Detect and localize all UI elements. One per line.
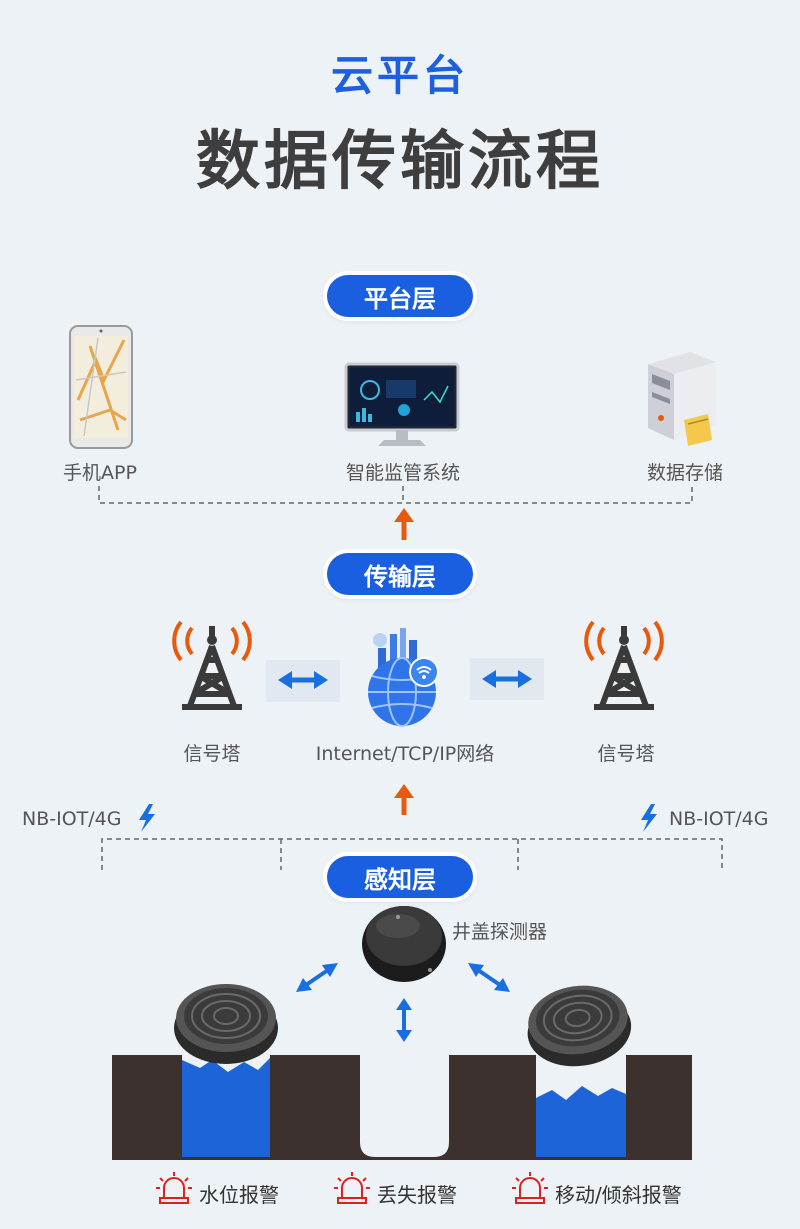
- lightning-right-icon: [641, 804, 657, 832]
- sensing-layer-badge: 感知层: [327, 856, 473, 898]
- detector-arrow-left-icon: [296, 963, 338, 992]
- alarm-label: 水位报警: [199, 1183, 279, 1207]
- right-link-label: NB-IOT/4G: [669, 808, 769, 830]
- platform-bracket: [98, 486, 693, 504]
- left-tower-label: 信号塔: [183, 743, 241, 765]
- phone-map-icon: [69, 325, 133, 449]
- bidir-arrow-right-icon: [470, 658, 544, 700]
- server-icon: [648, 352, 716, 446]
- transport-layer-badge: 传输层: [327, 553, 473, 595]
- monitor-dashboard-icon: [344, 362, 460, 446]
- detector-arrow-right-icon: [468, 963, 510, 992]
- lightning-left-icon: [139, 804, 155, 832]
- page-title: 数据传输流程: [196, 125, 604, 199]
- network-label: Internet/TCP/IP网络: [315, 743, 495, 765]
- phone-app-label: 手机APP: [63, 462, 137, 484]
- subtitle: 云平台: [330, 51, 469, 100]
- alarm-water-level: 水位报警: [199, 1179, 279, 1208]
- globe-network-icon: [368, 628, 439, 727]
- detector-arrow-down-icon: [396, 998, 412, 1042]
- detector-label: 井盖探测器: [452, 921, 548, 943]
- manhole-detector-icon: [362, 906, 446, 982]
- left-link-label: NB-IOT/4G: [22, 808, 122, 830]
- ground-scene: [112, 1055, 692, 1160]
- alarm-label: 移动/倾斜报警: [555, 1183, 682, 1207]
- alarm-lost: 丢失报警: [377, 1179, 457, 1208]
- up-arrow-to-platform: [394, 508, 414, 540]
- platform-layer-badge: 平台层: [327, 275, 473, 317]
- signal-tower-left-icon: [172, 620, 252, 710]
- alarm-label: 丢失报警: [377, 1183, 457, 1207]
- right-tower-label: 信号塔: [597, 743, 655, 765]
- monitor-system-label: 智能监管系统: [345, 462, 460, 484]
- manhole-cover-right-icon: [527, 985, 632, 1067]
- alarm-light-icon: [334, 1172, 370, 1204]
- alarm-light-icon: [512, 1172, 548, 1204]
- up-arrow-to-transport: [394, 784, 414, 815]
- alarm-light-icon: [156, 1172, 192, 1204]
- data-storage-label: 数据存储: [646, 462, 723, 484]
- alarm-move-tilt: 移动/倾斜报警: [555, 1179, 682, 1208]
- sensing-bracket: [101, 838, 723, 870]
- signal-tower-right-icon: [584, 620, 664, 710]
- manhole-cover-left-icon: [174, 984, 278, 1064]
- bidir-arrow-left-icon: [266, 660, 340, 702]
